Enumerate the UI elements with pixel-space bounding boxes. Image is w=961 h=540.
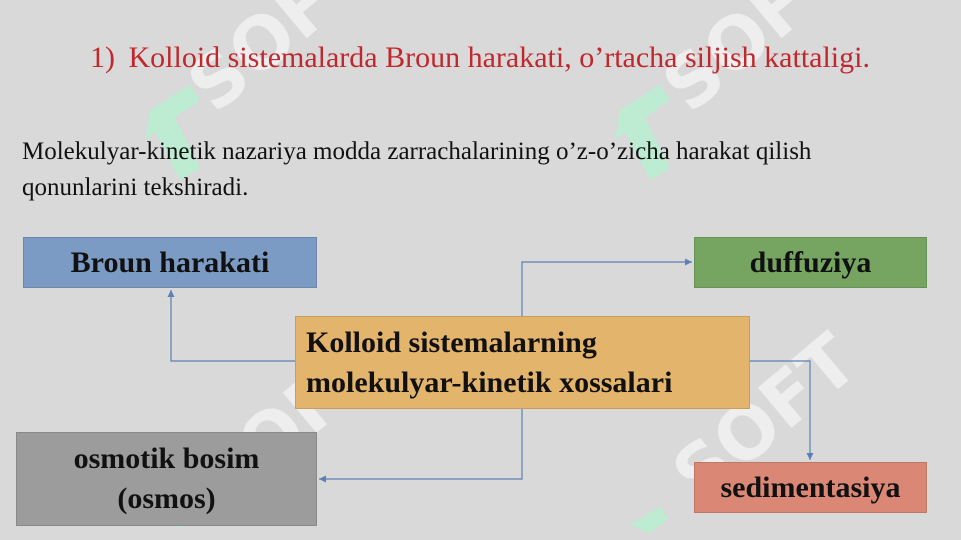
node-osmosis-text: osmotik bosim (osmos): [74, 439, 260, 519]
node-sedimentation: sedimentasiya: [694, 462, 927, 513]
node-center-line2: molekulyar-kinetik xossalari: [306, 365, 673, 399]
node-diffusion-label: duffuziya: [749, 245, 872, 279]
node-center-text: Kolloid sistemalarning molekulyar-kineti…: [306, 323, 672, 403]
node-osmosis-line2: (osmos): [117, 482, 216, 515]
node-osmosis-line1: osmotik bosim: [73, 442, 260, 475]
connector-to-diffusion: [521, 258, 692, 316]
node-center: Kolloid sistemalarning molekulyar-kineti…: [295, 316, 750, 409]
intro-text: Molekulyar-kinetik nazariya modda zarrac…: [22, 138, 812, 201]
slide-title: 1) Kolloid sistemalarda Broun harakati, …: [60, 38, 900, 78]
connector-to-broun: [167, 290, 295, 362]
node-osmosis: osmotik bosim (osmos): [16, 432, 317, 526]
title-text: Kolloid sistemalarda Broun harakati, o’r…: [128, 41, 870, 74]
connector-to-sedimentation: [750, 360, 814, 460]
node-broun-label: Broun harakati: [70, 245, 270, 279]
connector-to-osmosis: [319, 409, 523, 483]
title-number: 1): [90, 41, 115, 74]
node-broun: Broun harakati: [23, 237, 317, 288]
node-center-line1: Kolloid sistemalarning: [306, 325, 597, 359]
node-diffusion: duffuziya: [694, 237, 927, 288]
node-sedimentation-label: sedimentasiya: [720, 470, 901, 504]
